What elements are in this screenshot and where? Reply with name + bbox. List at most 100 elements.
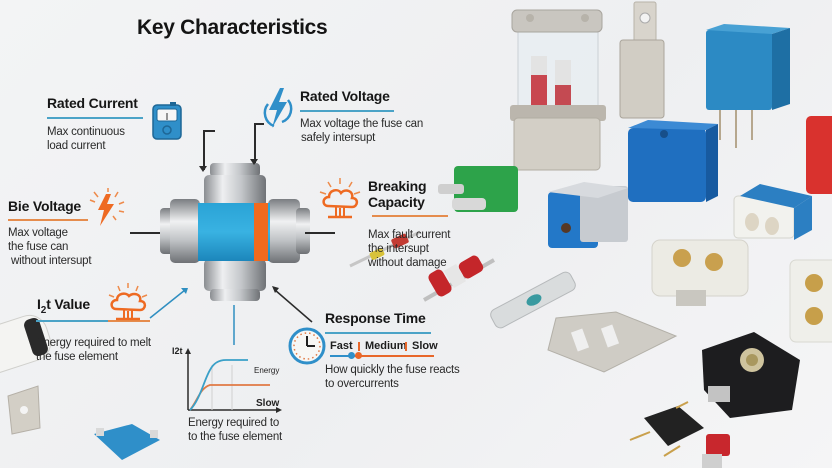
i2t-desc-1: Energy required to melt <box>36 337 151 349</box>
spark-bolt-icon <box>89 188 125 226</box>
mini-chart-caption-2: to the fuse element <box>188 431 283 443</box>
response-time-desc-1: How quickly the fuse reacts <box>325 364 460 376</box>
connector-line <box>203 130 215 132</box>
bie-voltage-block: Bie Voltage Max voltage the fuse can wit… <box>8 198 118 268</box>
connector-line <box>254 123 264 125</box>
beige-fuse-holder <box>651 239 749 306</box>
i2t-heading-sub: 2 <box>40 305 47 317</box>
clock-icon <box>288 327 326 365</box>
top-end-cap <box>204 175 266 207</box>
response-time-desc: How quickly the fuse reacts to overcurre… <box>325 363 465 391</box>
glass-cartridge-fuse <box>490 271 576 329</box>
chart-x-arrow <box>276 407 282 413</box>
speed-slow: Slow <box>412 340 438 352</box>
chart-series-energy <box>189 359 248 411</box>
rated-voltage-underline <box>300 110 394 112</box>
breaking-capacity-desc-2: the intersupt <box>368 243 429 255</box>
i2t-value-heading: I2t Value <box>37 296 90 316</box>
connector-line <box>203 130 205 170</box>
rated-voltage-desc-1: Max voltage the fuse can <box>300 117 424 130</box>
chart-y-arrow <box>185 348 191 354</box>
red-block-fuse <box>806 116 832 194</box>
bottom-metal-tab <box>7 385 41 435</box>
speed-fast: Fast <box>330 340 353 352</box>
bie-voltage-heading: Bie Voltage <box>8 198 82 214</box>
speed-divider <box>358 342 360 351</box>
response-time-underline <box>325 332 431 334</box>
connector-line <box>130 232 160 234</box>
fuse-element-band <box>254 203 268 261</box>
left-end-cap <box>170 199 200 263</box>
speed-medium: Medium <box>365 340 407 352</box>
mini-chart-caption-1: Energy required to <box>188 417 280 429</box>
blue-white-fuse-block <box>548 182 628 248</box>
rated-current-desc-2: load current <box>47 139 106 152</box>
response-speed-scale: Fast Medium Slow <box>330 340 440 356</box>
i2t-desc-2: the fuse element <box>36 351 118 363</box>
breaking-capacity-heading-1: Breaking <box>368 178 427 194</box>
bottom-end-cap <box>204 259 266 291</box>
i2t-underline-orange <box>108 320 150 322</box>
rated-current-underline <box>47 117 143 119</box>
white-blue-fuse <box>733 184 812 240</box>
i2t-desc: Energy required to melt the fuse element <box>36 336 166 364</box>
speed-bar-slow <box>352 355 434 357</box>
central-fuse-illustration <box>160 163 310 301</box>
chart-x-label: Slow <box>256 398 280 409</box>
connector-line <box>305 232 335 234</box>
glass-fuse-holder <box>510 9 606 171</box>
rated-voltage-heading: Rated Voltage <box>300 88 390 104</box>
breaking-capacity-desc-3: without damage <box>368 257 447 269</box>
speed-divider <box>405 342 407 351</box>
rated-current-desc-1: Max continuous <box>47 125 125 138</box>
bie-voltage-desc-2: the fuse can <box>8 240 69 253</box>
i2t-underline <box>36 320 108 322</box>
top-cap <box>210 163 260 177</box>
breaking-capacity-heading-2: Capacity <box>368 194 425 210</box>
speed-bar-fast <box>330 355 352 357</box>
breaking-capacity-desc: Max fault current the intersupt without … <box>368 228 488 270</box>
chart-y-label: I2t <box>172 346 183 356</box>
rated-current-heading: Rated Current <box>47 95 138 111</box>
right-end-cap <box>268 199 300 263</box>
rated-voltage-block: Rated Voltage Max voltage the fuse can s… <box>300 88 460 145</box>
metal-fuse-strip <box>547 311 678 373</box>
small-red-fuse <box>702 434 730 468</box>
response-time-desc-2: to overcurrents <box>325 378 399 390</box>
black-fuse-holder <box>702 332 800 418</box>
bie-voltage-desc-3: without intersupt <box>11 254 92 267</box>
white-fuse-holder-right <box>789 259 832 343</box>
i2t-mini-chart: I2t Energy Slow <box>172 346 282 413</box>
bie-voltage-desc-1: Max voltage <box>8 226 68 239</box>
mini-chart-caption: Energy required to to the fuse element <box>188 416 308 444</box>
page-title: Key Characteristics <box>137 16 328 39</box>
blue-pcb-fuse <box>706 24 790 148</box>
speed-marker-medium <box>355 352 362 359</box>
blue-smd-fuse <box>94 424 160 460</box>
explosion-cloud-icon <box>108 283 148 321</box>
bottom-cap <box>210 289 260 301</box>
chart-series-label: Energy <box>254 366 279 375</box>
green-fuse <box>438 166 518 212</box>
rated-voltage-desc-2: safely intersupt <box>301 131 376 144</box>
connector-line <box>254 123 256 163</box>
blue-block-fuse <box>628 120 718 202</box>
right-cap <box>296 208 310 254</box>
rated-current-block: Rated Current Max continuous load curren… <box>47 95 147 153</box>
black-pin-fuse <box>629 401 704 457</box>
response-time-heading: Response Time <box>325 310 426 326</box>
i2t-heading-i: I <box>37 296 41 312</box>
ammeter-icon <box>152 102 182 140</box>
lightning-bolt-icon <box>263 88 293 128</box>
breaking-capacity-desc-1: Max fault current <box>368 229 451 241</box>
speed-marker-fast <box>348 352 355 359</box>
breaking-capacity-block: Breaking Capacity <box>368 178 488 210</box>
red-cylinder-fuse <box>423 255 495 302</box>
breaking-capacity-underline <box>372 215 448 217</box>
explosion-cloud-icon <box>319 178 361 219</box>
wire-terminal-fuse <box>349 230 421 268</box>
i2t-heading-rest: t Value <box>46 296 90 312</box>
metal-tab-fuse <box>619 1 665 119</box>
